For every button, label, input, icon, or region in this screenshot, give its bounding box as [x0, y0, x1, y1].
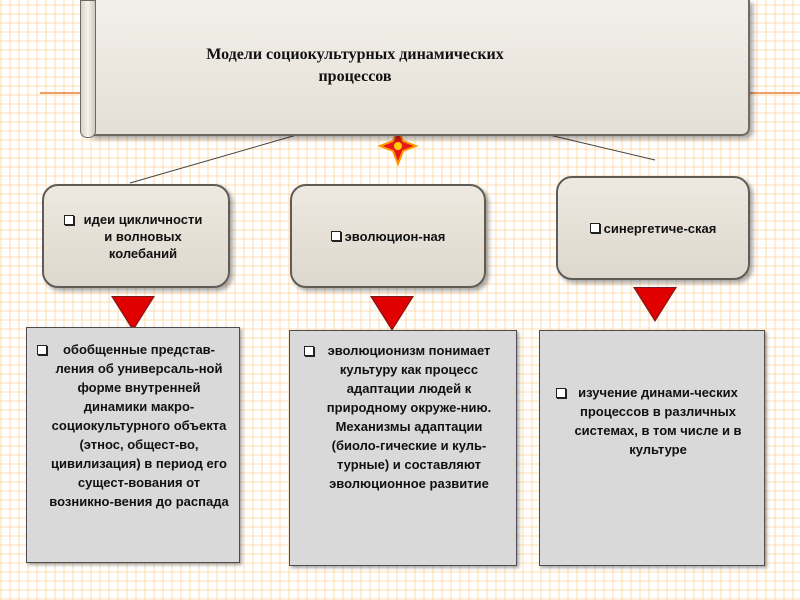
checkbox-icon [556, 388, 566, 398]
checkbox-icon [304, 346, 314, 356]
checkbox-icon [330, 231, 341, 241]
model-description: обобщенные представ-ления об универсаль-… [49, 342, 229, 509]
model-box-evolutionary: эволюцион-ная [290, 184, 486, 288]
model-description: изучение динами-ческих процессов в разли… [574, 385, 742, 457]
model-description: эволюционизм понимает культуру как проце… [326, 343, 492, 491]
diagram-title: Модели социокультурных динамических проц… [206, 46, 504, 85]
model-name: идеи цикличности и волновых колебаний [83, 211, 203, 261]
checkbox-icon [37, 345, 47, 355]
description-box-evolutionary: эволюционизм понимает культуру как проце… [289, 330, 517, 566]
scroll-curl [80, 0, 96, 138]
description-box-synergetic: изучение динами-ческих процессов в разли… [539, 330, 765, 566]
model-box-cyclic: идеи цикличности и волновых колебаний [42, 184, 230, 288]
arrow-down-icon-fill [113, 297, 153, 329]
decor-line-left [40, 92, 86, 94]
checkbox-icon [589, 223, 600, 233]
model-name: синергетиче-ская [603, 220, 717, 236]
arrow-down-icon-fill [635, 288, 675, 320]
decor-line-right [746, 92, 800, 94]
connector-right [544, 133, 656, 161]
title-scroll [86, 0, 750, 136]
connector-left [129, 133, 301, 184]
model-box-synergetic: синергетиче-ская [556, 176, 750, 280]
arrow-down-icon-fill [372, 297, 412, 329]
checkbox-icon [64, 214, 74, 225]
description-box-cyclic: обобщенные представ-ления об универсаль-… [26, 327, 240, 563]
star-center [394, 142, 402, 150]
model-name: эволюцион-ная [344, 228, 446, 244]
